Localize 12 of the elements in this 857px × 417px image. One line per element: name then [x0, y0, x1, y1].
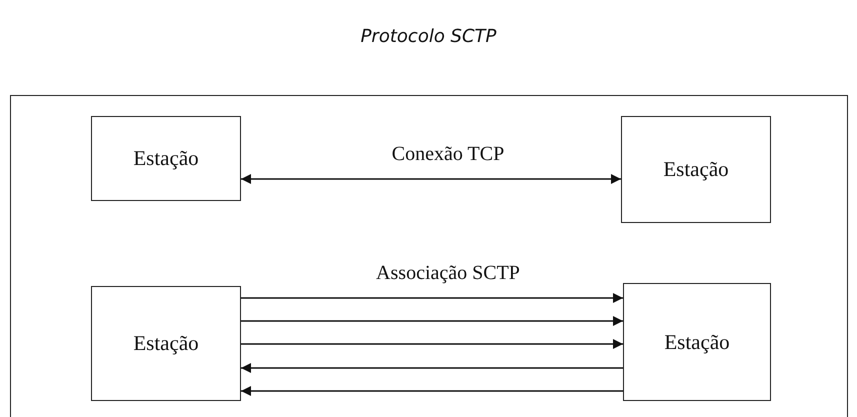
station-box: Estação [91, 286, 241, 401]
station-box: Estação [621, 116, 771, 223]
station-box: Estação [623, 283, 771, 401]
arrow [241, 316, 623, 326]
arrow [241, 174, 621, 184]
arrow [241, 386, 623, 396]
arrow [241, 339, 623, 349]
frame [10, 95, 848, 417]
title: Protocolo SCTP [360, 26, 498, 47]
arrow [241, 363, 623, 373]
station-box: Estação [91, 116, 241, 201]
arrow [241, 293, 623, 303]
